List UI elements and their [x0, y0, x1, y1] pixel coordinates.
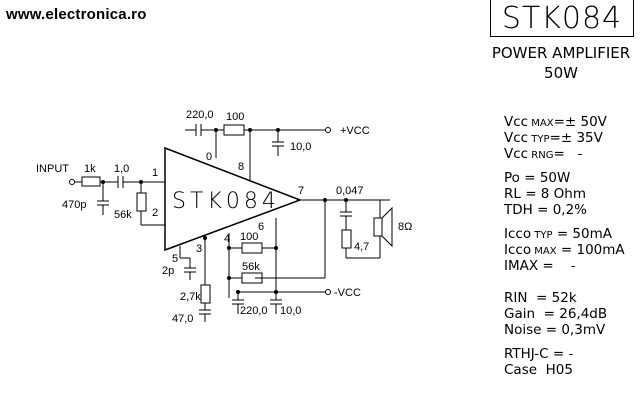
- label-c-10-bot: 10,0: [280, 305, 301, 317]
- spec-vcc-rng-value: = -: [553, 146, 583, 162]
- label-c-2p: 2p: [162, 265, 174, 277]
- spec-tdh-value: = 0,2%: [532, 202, 587, 218]
- vcc-pos-terminal: [325, 127, 331, 133]
- label-r-in: 1k: [84, 163, 96, 175]
- chip-triangle: [164, 146, 303, 252]
- spec-po-label: Po: [504, 170, 520, 186]
- spec-icco-max-sub: MAX: [531, 246, 557, 257]
- spec-vcc-typ: Vcc TYP=± 35V: [504, 130, 603, 146]
- spec-vcc-max-value: =± 50V: [553, 114, 607, 130]
- speaker-coil: [373, 217, 383, 237]
- spec-rl: RL = 8 Ohm: [504, 186, 586, 202]
- spec-rl-value: = 8 Ohm: [520, 186, 587, 202]
- spec-icco-typ-label: Icco: [504, 226, 532, 242]
- resistor-4-7: [341, 229, 352, 249]
- resistor-56k-in: [136, 192, 147, 212]
- label-c-220-top: 220,0: [186, 109, 214, 121]
- label-c-47: 47,0: [172, 313, 193, 325]
- spec-vcc-max-label: Vcc: [504, 114, 529, 130]
- chip-title: STK084: [490, 0, 634, 37]
- label-r-100-fb: 100: [240, 231, 258, 243]
- spec-gain-label: Gain: [504, 306, 536, 322]
- spec-vcc-rng-sub: RNG: [528, 150, 554, 161]
- spec-po: Po = 50W: [504, 170, 570, 186]
- spec-gain: Gain = 26,4dB: [504, 306, 607, 322]
- spec-vcc-max: Vcc MAX=± 50V: [504, 114, 607, 130]
- input-label: INPUT: [36, 163, 69, 175]
- spec-vcc-max-sub: MAX: [528, 118, 554, 129]
- label-speaker: 8Ω: [398, 221, 412, 233]
- spec-icco-max-value: = 100mA: [556, 242, 625, 258]
- spec-vcc-typ-value: =± 35V: [549, 130, 603, 146]
- spec-po-value: = 50W: [519, 170, 571, 186]
- pin-7: 7: [298, 185, 304, 197]
- spec-imax-value: = -: [538, 258, 576, 274]
- pin-0: 0: [206, 151, 212, 163]
- spec-icco-typ-value: = 50mA: [552, 226, 612, 242]
- label-r-27k: 2,7k: [180, 291, 201, 303]
- label-c-10-top: 10,0: [290, 141, 311, 153]
- pin-3: 3: [196, 243, 202, 255]
- spec-noise-value: = 0,3mV: [541, 322, 606, 338]
- label-c-047: 0,047: [336, 185, 364, 197]
- label-r-47: 4,7: [354, 241, 369, 253]
- spec-rthj: RTHJ-C = -: [504, 346, 573, 362]
- pin-8: 8: [238, 161, 244, 173]
- spec-rl-label: RL: [504, 186, 521, 202]
- pin-numbers: 1 2 3 4 5 6 7 8 0: [152, 151, 304, 265]
- label-r-100-top: 100: [226, 111, 244, 123]
- spec-icco-max-label: Icco: [504, 242, 532, 258]
- spec-rin-label: RIN: [504, 290, 528, 306]
- pin-4: 4: [224, 233, 230, 245]
- spec-imax-label: IMAX: [504, 258, 539, 274]
- spec-tdh: TDH = 0,2%: [504, 202, 587, 218]
- spec-case: Case H05: [504, 362, 573, 378]
- website-label: www.electronica.ro: [6, 6, 147, 23]
- spec-case-label: Case: [504, 362, 538, 378]
- pin-6: 6: [258, 221, 264, 233]
- spec-vcc-typ-label: Vcc: [504, 130, 529, 146]
- subtitle-line-2: 50W: [544, 64, 578, 82]
- spec-icco-typ-sub: TYP: [531, 230, 553, 241]
- spec-gain-value: = 26,4dB: [535, 306, 608, 322]
- chip-label: STK084: [172, 189, 280, 214]
- spec-case-value: H05: [537, 362, 573, 378]
- spec-noise-label: Noise: [504, 322, 542, 338]
- label-c-470p: 470p: [62, 199, 86, 211]
- resistor-100-fb: [241, 242, 263, 254]
- spec-icco-max: Icco MAX = 100mA: [504, 242, 625, 258]
- vcc-neg-label: -VCC: [334, 287, 361, 299]
- speaker-cone: [381, 206, 393, 248]
- pin-1: 1: [152, 167, 158, 179]
- resistor-56k-fb: [241, 272, 263, 284]
- spec-vcc-rng: Vcc RNG= -: [504, 146, 583, 162]
- label-c-in: 1,0: [114, 163, 129, 175]
- spec-noise: Noise = 0,3mV: [504, 322, 605, 338]
- spec-rin-value: = 52k: [527, 290, 577, 306]
- spec-vcc-typ-sub: TYP: [528, 134, 550, 145]
- resistor-100-top: [223, 124, 245, 136]
- spec-imax: IMAX = -: [504, 258, 576, 274]
- resistor-2-7k: [200, 284, 211, 304]
- pin-5: 5: [172, 253, 178, 265]
- spec-rthj-value: = -: [548, 346, 574, 362]
- spec-rthj-label: RTHJ-C: [504, 346, 549, 362]
- label-r-56k-in: 56k: [114, 209, 132, 221]
- resistor-1k: [81, 176, 101, 187]
- subtitle-line-1: POWER AMPLIFIER: [491, 44, 631, 62]
- spec-tdh-label: TDH: [504, 202, 533, 218]
- label-r-56k-fb: 56k: [242, 261, 260, 273]
- pin-2: 2: [152, 207, 158, 219]
- label-c-220-bot: 220,0: [240, 305, 268, 317]
- junctions: [101, 128, 348, 294]
- spec-rin: RIN = 52k: [504, 290, 577, 306]
- vcc-neg-terminal: [325, 289, 331, 295]
- spec-vcc-rng-label: Vcc: [504, 146, 529, 162]
- vcc-pos-label: +VCC: [340, 125, 370, 137]
- spec-icco-typ: Icco TYP = 50mA: [504, 226, 612, 242]
- input-terminal: [69, 179, 75, 185]
